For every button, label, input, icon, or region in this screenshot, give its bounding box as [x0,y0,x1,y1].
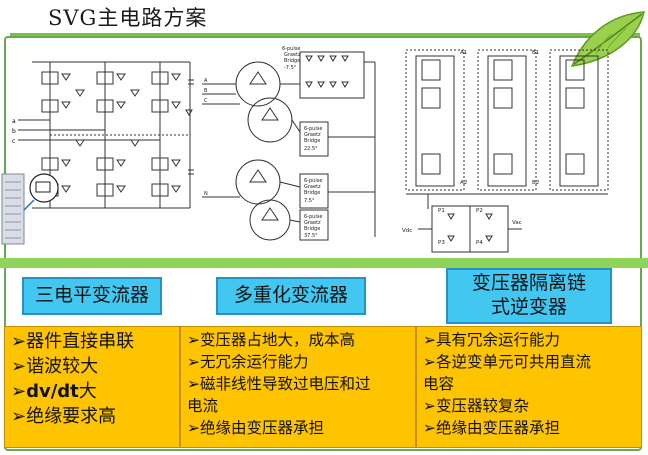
list-item: ➢绝缘要求高 [11,406,117,427]
svg-text:7.5°: 7.5° [304,198,315,204]
svg-text:37.5°: 37.5° [304,233,318,239]
svg-text:6-pulse: 6-pulse [304,178,322,184]
device-photo [1,173,59,245]
svg-text:C: C [204,98,208,104]
multiplex-converter-diagram: 6-pulse Graetz Bridge -7.5° 6-pulse Grae… [202,46,376,241]
title-underline [10,33,640,38]
svg-text:P3: P3 [438,240,445,246]
list-item: ➢谐波较大 [11,356,99,377]
list-item: ➢磁非线性导致过电压和过 [187,375,371,393]
svg-text:Graetz: Graetz [304,220,321,226]
label-chain-inverter-line1: 变压器隔离链 [471,272,586,295]
svg-text:P4: P4 [476,240,483,246]
svg-text:Bridge: Bridge [304,138,320,144]
svg-text:A1: A1 [460,50,467,56]
list-item: ➢绝缘由变压器承担 [187,419,325,437]
leaf-icon [570,11,645,67]
svg-text:Graetz: Graetz [304,132,321,138]
svg-text:Graetz: Graetz [304,184,321,190]
list-item: ➢变压器占地大，成本高 [187,331,356,349]
svg-text:Bridge: Bridge [284,58,300,64]
list-item: ➢无冗余运行能力 [187,353,309,371]
section-divider [0,258,648,268]
svg-text:Graetz: Graetz [284,52,301,58]
svg-text:B2: B2 [532,180,539,186]
list-item: ➢具有冗余运行能力 [423,331,561,349]
list-item: ➢变压器较复杂 [423,397,530,415]
svg-text:Bridge: Bridge [304,190,320,196]
svg-text:B1: B1 [532,50,539,56]
svg-text:A: A [204,78,208,84]
label-multiplex-converter: 多重化变流器 [216,277,366,315]
list-item: ➢器件直接串联 [11,331,135,352]
svg-text:P2: P2 [476,208,483,214]
svg-text:a: a [12,118,16,125]
svg-text:N: N [204,191,208,197]
svg-text:Bridge: Bridge [304,226,320,232]
three-level-converter-diagram: a b c [12,61,194,209]
list-item: 电容 [423,375,455,393]
svg-text:Vdc: Vdc [402,228,412,234]
label-chain-inverter: 变压器隔离链 式逆变器 [446,268,612,324]
panel-three-level: ➢器件直接串联 ➢谐波较大 ➢dv/dt大 ➢绝缘要求高 [4,326,180,448]
panel-multiplex: ➢变压器占地大，成本高 ➢无冗余运行能力 ➢磁非线性导致过电压和过 电流 ➢绝缘… [180,326,416,448]
svg-text:6-pulse: 6-pulse [282,46,300,52]
svg-text:b: b [12,128,16,135]
svg-text:c: c [12,138,15,145]
panel-chain-inverter: ➢具有冗余运行能力 ➢各逆变单元可共用直流 电容 ➢变压器较复杂 ➢绝缘由变压器… [416,326,642,448]
list-item: 电流 [187,397,219,415]
page-title: SVG主电路方案 [48,6,208,30]
list-item: ➢各逆变单元可共用直流 [423,353,592,371]
list-item: ➢绝缘由变压器承担 [423,419,561,437]
svg-text:A2: A2 [460,180,467,186]
chain-inverter-diagram: A1 A2 B1 B2 P1 P2 P3 P4 Vdc Vac [402,49,609,253]
label-three-level-converter: 三电平变流器 [22,277,162,315]
svg-text:P1: P1 [438,208,445,214]
svg-text:-7.5°: -7.5° [284,65,297,71]
svg-text:B: B [204,88,208,94]
svg-text:6-pulse: 6-pulse [304,126,322,132]
svg-text:22.5°: 22.5° [304,146,318,152]
svg-text:6-pulse: 6-pulse [304,214,322,220]
list-item: ➢dv/dt大 [11,381,97,402]
svg-text:Vac: Vac [512,220,522,226]
label-chain-inverter-line2: 式逆变器 [490,296,567,318]
